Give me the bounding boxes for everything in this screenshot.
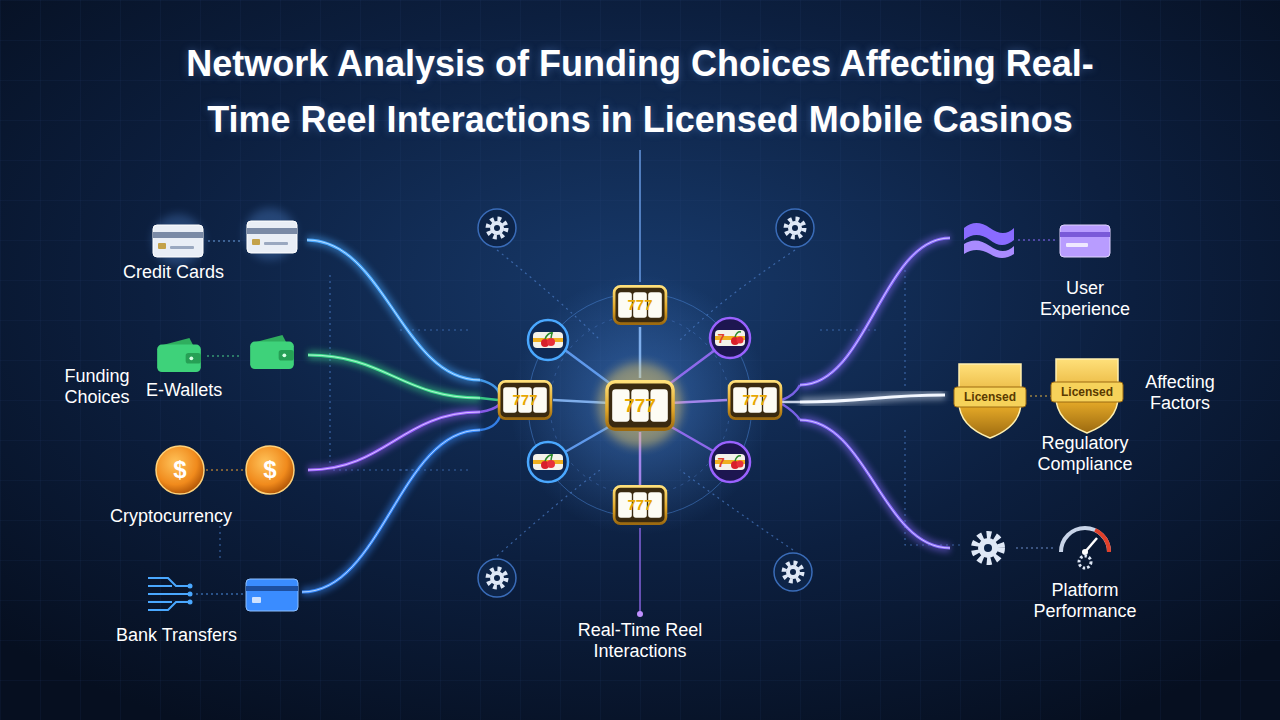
factor-node: Cryptocurrency bbox=[108, 438, 308, 531]
node-label: Credit Cards bbox=[123, 262, 303, 283]
connector-highlight bbox=[308, 355, 480, 398]
connector-line bbox=[800, 420, 950, 548]
slot-symbol: 777 bbox=[742, 391, 767, 409]
group-label: Funding Choices bbox=[50, 366, 145, 408]
factor-node: E-Wallets bbox=[118, 325, 308, 405]
badge-text: Licensed bbox=[1061, 385, 1113, 399]
coin-symbol: $ bbox=[173, 456, 186, 484]
flow-connector bbox=[302, 430, 480, 592]
connector-glow bbox=[800, 420, 950, 548]
flow-connector bbox=[800, 395, 945, 402]
slot-symbol: 777 bbox=[624, 395, 656, 417]
diagram-title: Network Analysis of Funding Choices Affe… bbox=[40, 36, 1240, 148]
node-label: E-Wallets bbox=[146, 380, 296, 401]
coin-symbol: $ bbox=[263, 456, 276, 484]
node-label: Regulatory Compliance bbox=[1020, 433, 1150, 475]
slot-symbol: 777 bbox=[512, 391, 537, 409]
connector-line bbox=[800, 395, 945, 402]
connector-glow bbox=[302, 430, 480, 592]
reel-symbol: 7 bbox=[717, 331, 724, 346]
slot-symbol: 777 bbox=[627, 496, 652, 514]
connector-highlight bbox=[302, 430, 480, 592]
node-label: Cryptocurrency bbox=[110, 506, 300, 527]
connector-line bbox=[302, 430, 480, 592]
factor-node: User Experience bbox=[950, 210, 1150, 324]
factor-node: Bank Transfers bbox=[112, 560, 302, 650]
flow-connector bbox=[800, 420, 950, 548]
factor-node: Regulatory Compliance bbox=[945, 355, 1165, 479]
connector-highlight bbox=[800, 395, 945, 402]
factor-node: Platform Performance bbox=[950, 510, 1150, 626]
connector-glow bbox=[800, 395, 945, 402]
reel-symbol: 7 bbox=[717, 455, 724, 470]
factor-node: Real-Time Reel Interactions bbox=[480, 275, 800, 666]
node-label: Real-Time Reel Interactions bbox=[555, 620, 725, 662]
connector-highlight bbox=[800, 420, 950, 548]
node-label: User Experience bbox=[1030, 278, 1140, 320]
flow-connector bbox=[308, 355, 480, 398]
node-label: Platform Performance bbox=[1025, 580, 1145, 622]
connector-highlight bbox=[800, 238, 950, 385]
flow-connector bbox=[800, 238, 950, 385]
factor-node: Credit Cards bbox=[118, 212, 307, 287]
connector-line bbox=[800, 238, 950, 385]
slot-symbol: 777 bbox=[627, 296, 652, 314]
group-label: Affecting Factors bbox=[1130, 372, 1230, 414]
connector-glow bbox=[308, 355, 480, 398]
badge-text: Licensed bbox=[964, 390, 1016, 404]
connector-glow bbox=[800, 238, 950, 385]
node-label: Bank Transfers bbox=[116, 625, 296, 646]
connector-line bbox=[308, 355, 480, 398]
